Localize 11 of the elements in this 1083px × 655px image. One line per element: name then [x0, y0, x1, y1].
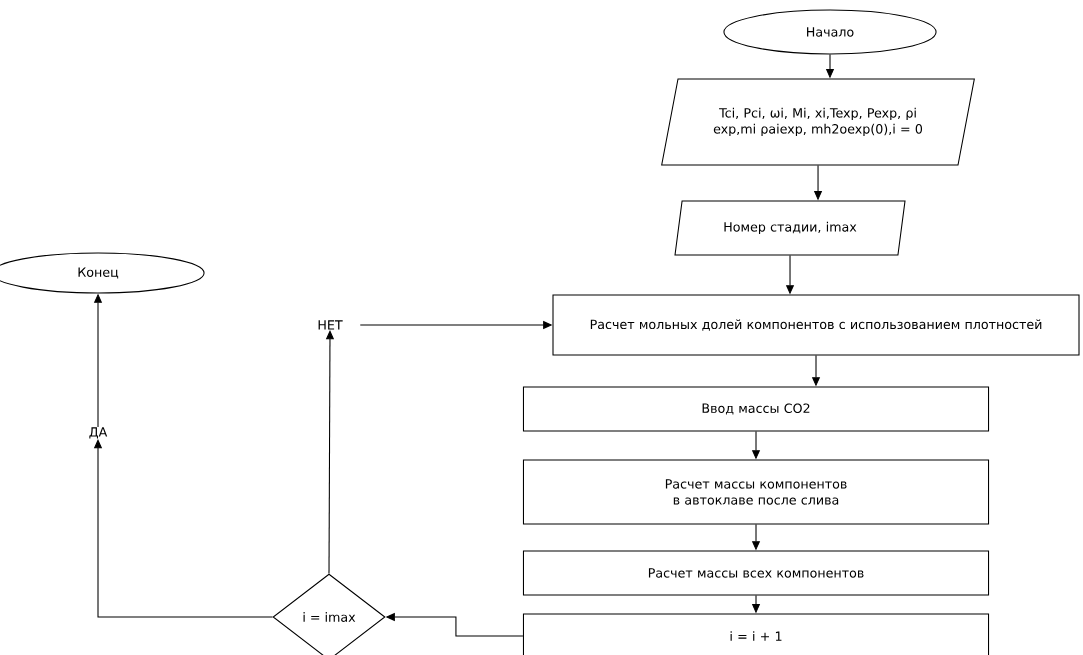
process-box: Ввод массы CO2 — [522, 386, 990, 432]
start-terminal: Начало — [723, 9, 937, 55]
process-box: i = i + 1 — [522, 613, 990, 655]
process-box: Расчет мольных долей компонентов с использованием плотностей — [552, 294, 1080, 356]
branch-label: НЕТ — [318, 320, 343, 330]
input-parallelogram: Номер стадии, imax — [674, 200, 906, 256]
process-box: Расчет массы компонентов в автоклаве после слива — [522, 459, 990, 525]
branch-label: ДА — [89, 427, 108, 439]
end-terminal: Конец — [0, 252, 205, 294]
input-parallelogram: Tci, Pci, ωi, Mi, xi,Texp, Pexp, ρi exp,mi ρaiexp, mh2oexp(0),i = 0 — [661, 78, 975, 166]
process-box: Расчет массы всех компонентов — [522, 550, 990, 596]
